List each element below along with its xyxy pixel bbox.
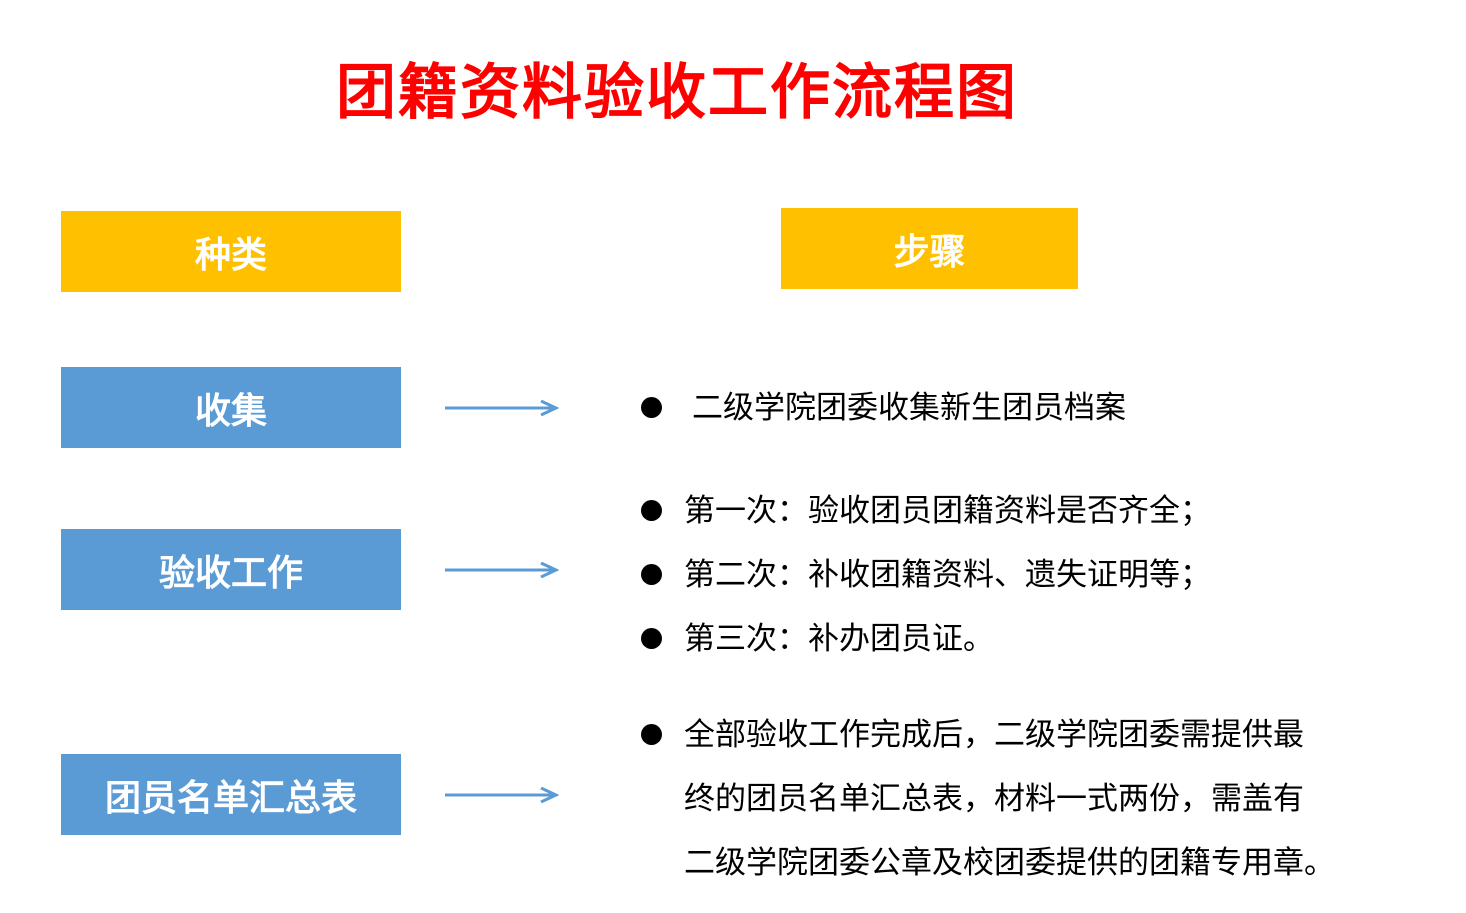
category-collect: 收集 <box>61 367 401 448</box>
bullet-icon <box>641 500 662 521</box>
header-category: 种类 <box>61 211 401 292</box>
bullet-icon <box>641 724 662 745</box>
step-text: 全部验收工作完成后，二级学院团委需提供最 <box>684 717 1304 753</box>
step-text: 第一次：验收团员团籍资料是否齐全； <box>684 493 1211 529</box>
bullet-icon <box>641 564 662 585</box>
category-summary: 团员名单汇总表 <box>61 754 401 835</box>
step-text: 终的团员名单汇总表，材料一式两份，需盖有 <box>684 781 1304 817</box>
header-steps: 步骤 <box>781 208 1078 289</box>
step-text: 二级学院团委公章及校团委提供的团籍专用章。 <box>684 845 1335 881</box>
page-title: 团籍资料验收工作流程图 <box>336 58 1018 128</box>
arrow-right-icon <box>445 787 559 803</box>
bullet-icon <box>641 397 662 418</box>
step-text: 第三次：补办团员证。 <box>684 621 994 657</box>
arrow-right-icon <box>445 562 559 578</box>
arrow-right-icon <box>445 400 559 416</box>
bullet-icon <box>641 628 662 649</box>
step-text: 二级学院团委收集新生团员档案 <box>692 390 1126 426</box>
step-text: 第二次：补收团籍资料、遗失证明等； <box>684 557 1211 593</box>
category-verify: 验收工作 <box>61 529 401 610</box>
